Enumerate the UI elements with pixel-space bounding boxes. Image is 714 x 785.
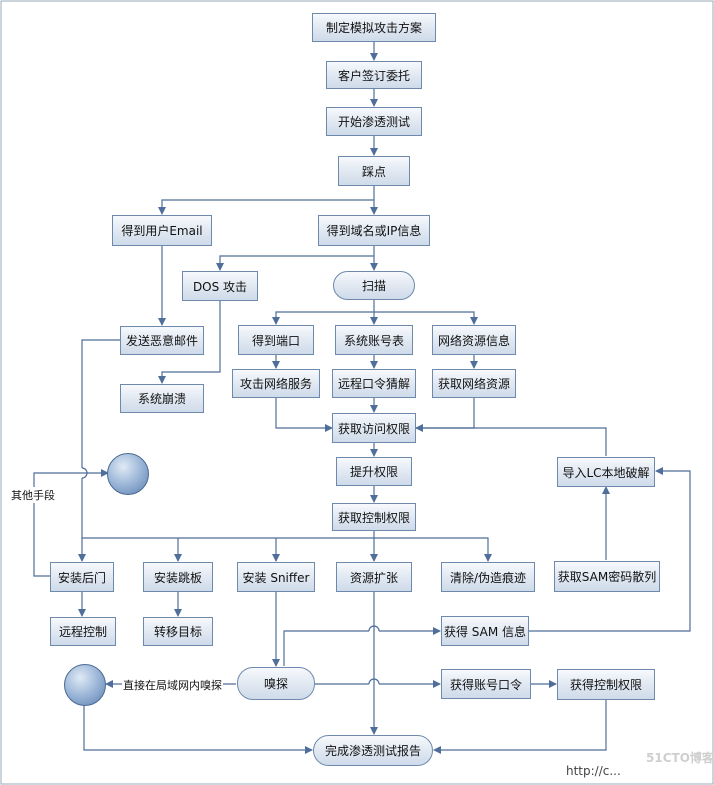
node-elevate[interactable]: 提升权限	[336, 457, 412, 486]
label-lan-sniff: 直接在局域网内嗅探	[122, 677, 223, 693]
node-expand[interactable]: 资源扩张	[336, 562, 412, 592]
node-crack[interactable]: 远程口令猜解	[332, 369, 416, 398]
connector-circle-top	[107, 453, 149, 495]
node-jump[interactable]: 安装跳板	[143, 562, 213, 592]
node-remote[interactable]: 远程控制	[50, 617, 116, 646]
node-phish[interactable]: 发送恶意邮件	[120, 326, 204, 355]
node-sniff[interactable]: 嗅探	[237, 667, 315, 700]
node-accounts[interactable]: 系统账号表	[335, 325, 413, 355]
node-saminfo[interactable]: 获得 SAM 信息	[441, 616, 529, 646]
node-attack[interactable]: 攻击网络服务	[232, 369, 320, 398]
node-transfer[interactable]: 转移目标	[143, 617, 213, 646]
connector-circle-bottom	[64, 664, 106, 706]
node-sniffer[interactable]: 安装 Sniffer	[237, 562, 315, 592]
node-dos[interactable]: DOS 攻击	[182, 271, 258, 301]
node-netinfo[interactable]: 网络资源信息	[432, 325, 516, 355]
node-report[interactable]: 完成渗透测试报告	[313, 735, 433, 766]
node-control[interactable]: 获取控制权限	[332, 503, 416, 531]
node-clean[interactable]: 清除/伪造痕迹	[441, 562, 535, 592]
node-samhash[interactable]: 获取SAM密码散列	[554, 561, 660, 592]
node-lc[interactable]: 导入LC本地破解	[557, 457, 655, 487]
node-backdoor[interactable]: 安装后门	[50, 562, 114, 592]
node-crash[interactable]: 系统崩溃	[120, 384, 204, 413]
node-getres[interactable]: 获取网络资源	[432, 369, 516, 398]
node-email[interactable]: 得到用户Email	[112, 215, 212, 246]
watermark-url: http://c...	[566, 764, 621, 778]
node-access[interactable]: 获取访问权限	[332, 413, 416, 443]
node-acctpw[interactable]: 获得账号口令	[441, 669, 531, 699]
watermark-logo: 51CTO博客	[646, 751, 714, 765]
node-domain[interactable]: 得到域名或IP信息	[318, 215, 430, 246]
node-ports[interactable]: 得到端口	[238, 325, 314, 355]
node-ctrl2[interactable]: 获得控制权限	[557, 669, 655, 700]
node-sign[interactable]: 客户签订委托	[326, 61, 422, 89]
node-plan[interactable]: 制定模拟攻击方案	[312, 13, 436, 42]
node-recon[interactable]: 踩点	[338, 156, 410, 186]
label-other-means: 其他手段	[10, 487, 56, 503]
node-start[interactable]: 开始渗透测试	[326, 107, 422, 136]
node-scan[interactable]: 扫描	[333, 271, 415, 300]
